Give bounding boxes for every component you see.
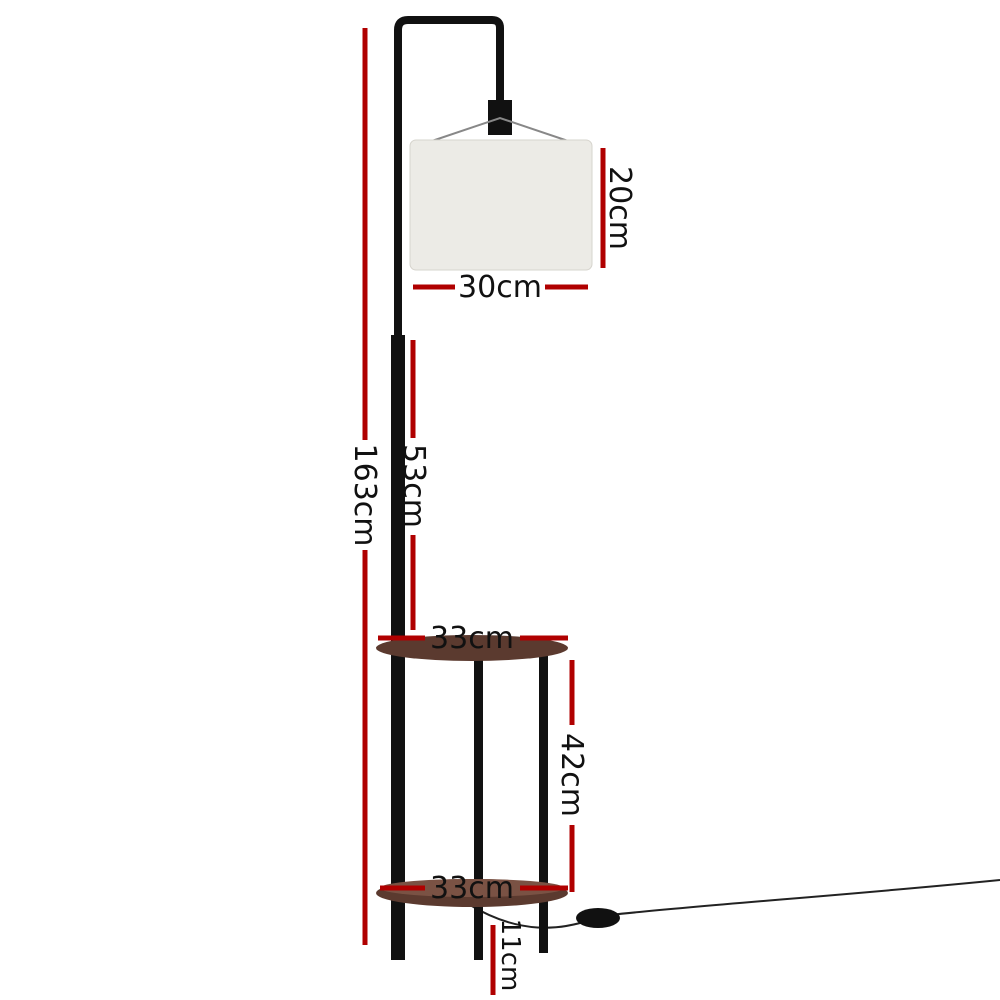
shade-height-label: 20cm [602,166,637,250]
pole-upper-label: 53cm [396,444,431,528]
foot-switch [576,908,620,928]
lamp-shade [409,139,593,271]
bottom-shelf-surface [380,879,564,897]
lamp-pole [394,16,504,960]
top-shelf [376,635,568,661]
bottom-shelf-width-label: 33cm [430,871,514,906]
total-height-label: 163cm [347,444,382,547]
table-leg [539,648,548,953]
table-leg [474,648,483,960]
shelf-gap-label: 42cm [554,733,589,817]
shade-width-label: 30cm [458,270,542,305]
top-shelf-width-label: 33cm [430,621,514,656]
shade-harp [419,116,581,146]
leg-height-label: 11cm [495,919,525,992]
dimension-lines [362,28,606,995]
